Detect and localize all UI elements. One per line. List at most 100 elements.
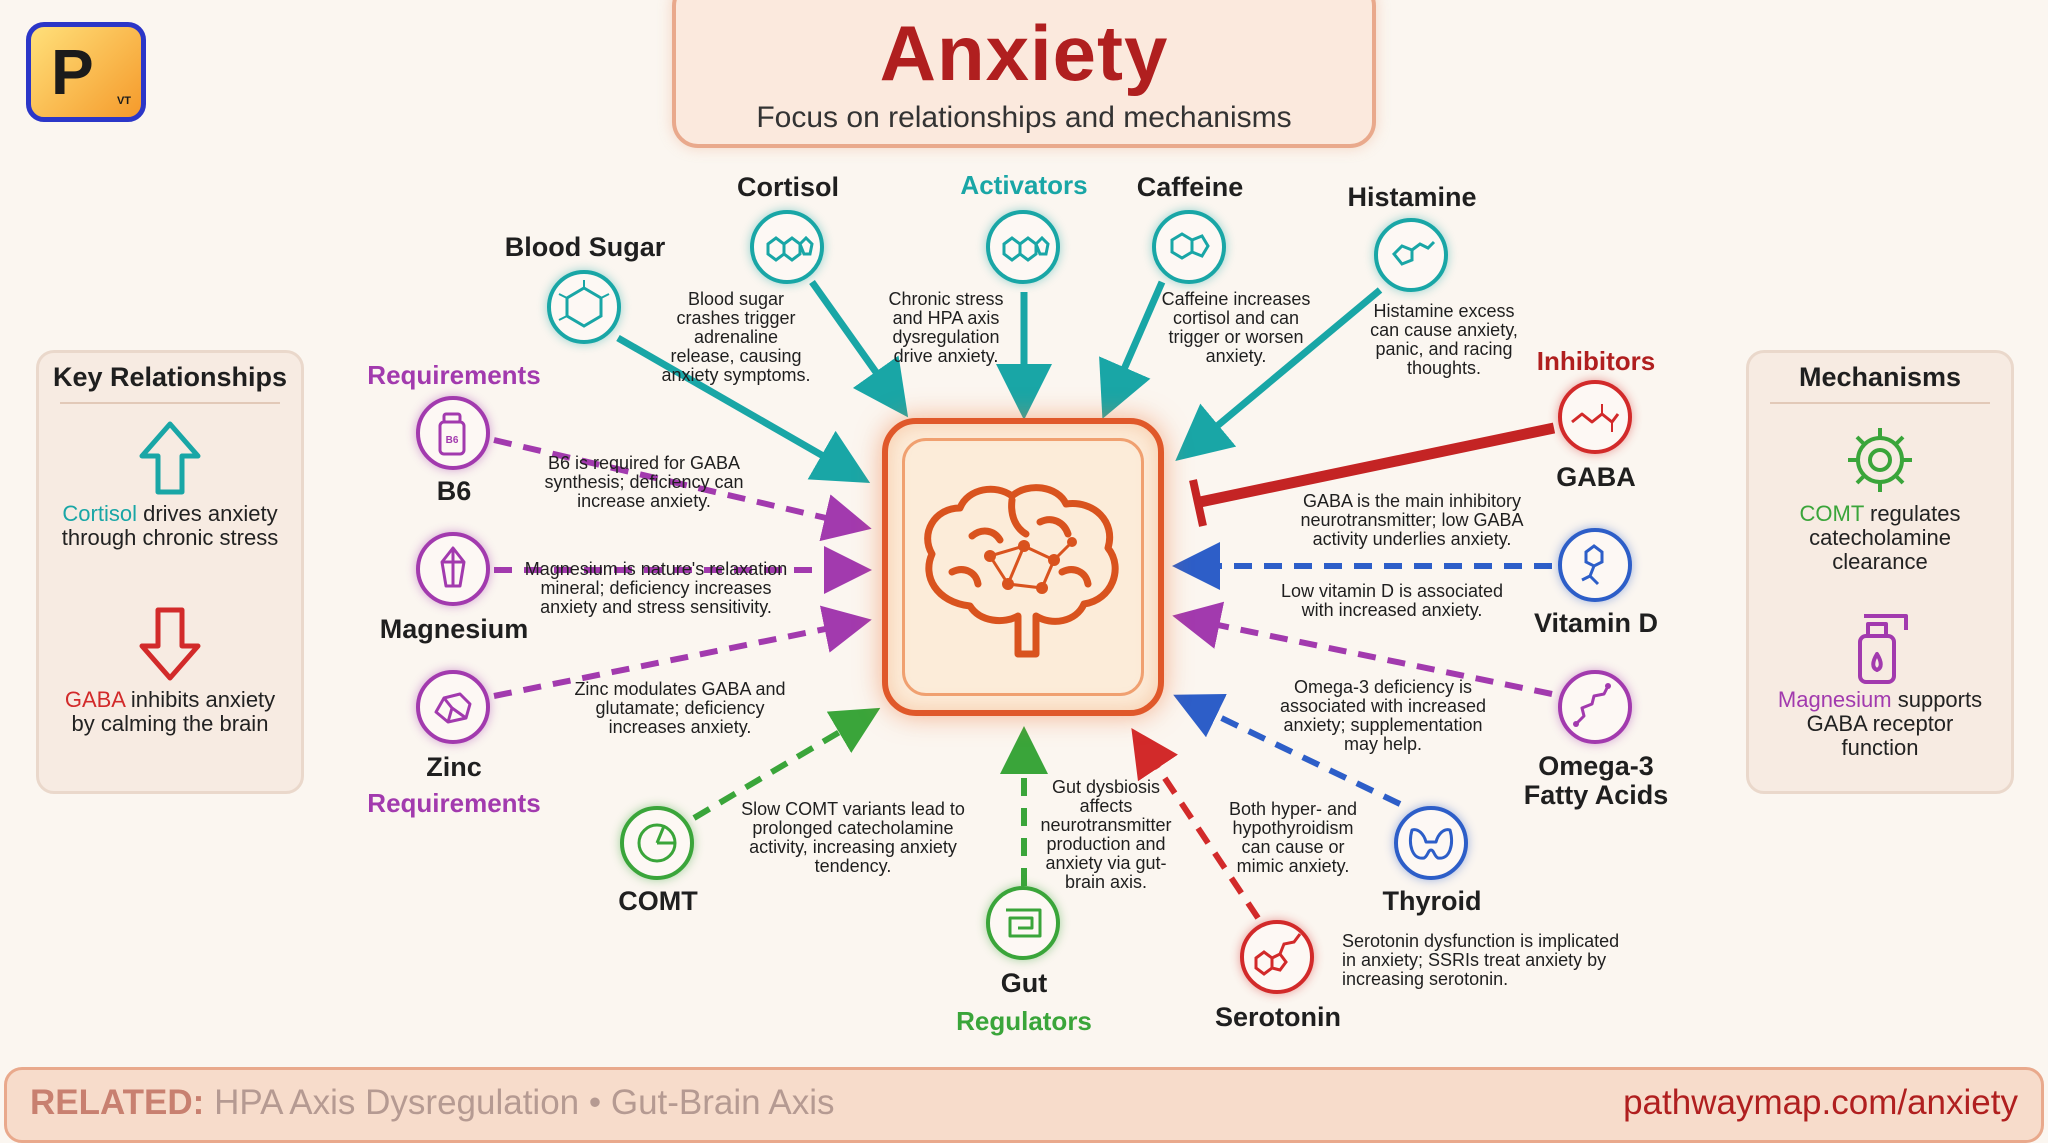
- link-zinc: [493, 605, 872, 699]
- activators-group-label: Activators: [960, 170, 1088, 200]
- serotonin-molecule-icon: [1254, 933, 1302, 976]
- blood-sugar-node: [547, 270, 621, 344]
- gaba-relationship-text: inhibits anxiety by calming the brain: [71, 687, 276, 736]
- cortisol-term: Cortisol: [62, 501, 137, 526]
- omega3-label: Omega-3 Fatty Acids: [1496, 752, 1696, 810]
- related-text: HPA Axis Dysregulation • Gut-Brain Axis: [204, 1083, 835, 1122]
- logo: P VT: [26, 22, 146, 122]
- vitamin-d-molecule-icon: [1581, 544, 1604, 586]
- histamine-label: Histamine: [1347, 182, 1477, 212]
- crystal-icon: [440, 546, 466, 588]
- comt-label: COMT: [618, 886, 698, 916]
- caffeine-label: Caffeine: [1136, 172, 1244, 202]
- caffeine-description: Caffeine increases cortisol and can trig…: [1161, 289, 1311, 366]
- activators-node: [986, 210, 1060, 284]
- thyroid-icon: [1409, 828, 1453, 860]
- mineral-rock-icon: [434, 692, 472, 724]
- b6-label: B6: [436, 476, 472, 506]
- gaba-description: GABA is the main inhibitory neurotransmi…: [1300, 491, 1524, 549]
- thyroid-node: [1394, 806, 1468, 880]
- page-subtitle: Focus on relationships and mechanisms: [756, 101, 1292, 134]
- link-caffeine: [1099, 280, 1166, 419]
- comt-node: [620, 806, 694, 880]
- omega3-label-line2: Fatty Acids: [1523, 780, 1669, 810]
- link-blood-sugar: [616, 334, 871, 483]
- link-gaba-bar: [1189, 479, 1207, 527]
- serotonin-node: [1240, 920, 1314, 994]
- arrow-up-icon: [139, 421, 201, 495]
- arrow-down-icon: [139, 607, 201, 681]
- omega3-description: Omega-3 deficiency is associated with in…: [1279, 677, 1487, 754]
- mechanisms-panel: [1746, 350, 2014, 794]
- fatty-acid-chain-icon: [1573, 683, 1611, 727]
- regulators-group-label: Regulators: [956, 1006, 1092, 1036]
- steroid-molecule-icon: [1002, 235, 1050, 262]
- cortisol-relationship-text: drives anxiety through chronic stress: [61, 501, 279, 550]
- gaba-molecule-icon: [1571, 404, 1620, 432]
- caffeine-molecule-icon: [1170, 232, 1210, 260]
- mechanisms-title: Mechanisms: [1798, 362, 1962, 392]
- zinc-label: Zinc: [426, 752, 482, 782]
- gaba-node: [1558, 380, 1632, 454]
- panel-divider: [1770, 402, 1990, 404]
- center-inner-border: [902, 438, 1144, 696]
- zinc-node: [416, 670, 490, 744]
- title-box: [672, 0, 1376, 148]
- requirements-group-label-top: Requirements: [367, 360, 541, 390]
- activators-description: Chronic stress and HPA axis dysregulatio…: [888, 289, 1004, 366]
- site-url-link[interactable]: pathwaymap.com/anxiety: [1623, 1083, 2018, 1122]
- requirements-group-label-bottom: Requirements: [367, 788, 541, 818]
- gut-node: [986, 886, 1060, 960]
- magnesium-node: [416, 532, 490, 606]
- intestine-icon: [1006, 908, 1042, 938]
- serotonin-label: Serotonin: [1215, 1002, 1341, 1032]
- magnesium-term: Magnesium: [1777, 687, 1892, 712]
- comt-description: Slow COMT variants lead to prolonged cat…: [741, 799, 965, 876]
- glucose-molecule-icon: [558, 280, 610, 328]
- panel-divider: [60, 402, 280, 404]
- blood-sugar-label: Blood Sugar: [504, 232, 666, 262]
- zinc-description: Zinc modulates GABA and glutamate; defic…: [574, 679, 786, 737]
- thyroid-description: Both hyper- and hypothyroidism can cause…: [1228, 799, 1358, 876]
- magnesium-label: Magnesium: [379, 614, 529, 644]
- logo-letter: P: [51, 36, 94, 108]
- gear-icon: [1848, 428, 1912, 492]
- b6-description: B6 is required for GABA synthesis; defic…: [544, 453, 744, 511]
- histamine-node: [1374, 218, 1448, 292]
- histamine-molecule-icon: [1391, 240, 1436, 266]
- vitamin-bottle-icon: B6: [438, 412, 466, 456]
- related-links[interactable]: RELATED: HPA Axis Dysregulation • Gut-Br…: [30, 1083, 835, 1123]
- link-thyroid: [1173, 693, 1402, 807]
- link-omega3: [1172, 601, 1553, 697]
- gaba-label: GABA: [1556, 462, 1636, 492]
- link-b6: [493, 437, 872, 542]
- histamine-description: Histamine excess can cause anxiety, pani…: [1370, 301, 1518, 378]
- omega3-label-line1: Omega-3: [1538, 751, 1654, 781]
- enzyme-icon: [637, 823, 677, 863]
- gaba-relationship: GABA inhibits anxiety by calming the bra…: [60, 688, 280, 736]
- cortisol-label: Cortisol: [736, 172, 839, 202]
- cortisol-relationship: Cortisol drives anxiety through chronic …: [60, 502, 280, 550]
- magnesium-mechanism: Magnesium supports GABA receptor functio…: [1770, 688, 1990, 760]
- link-gaba: [1198, 422, 1556, 508]
- magnesium-mechanism-text: supports GABA receptor function: [1806, 687, 1983, 760]
- blood-sugar-description: Blood sugar crashes trigger adrenaline r…: [661, 289, 811, 385]
- steroid-molecule-icon: [766, 235, 814, 262]
- thyroid-label: Thyroid: [1382, 886, 1482, 916]
- footer-bar: [4, 1067, 2044, 1143]
- link-cortisol: [809, 279, 909, 418]
- serotonin-description: Serotonin dysfunction is implicated in a…: [1342, 931, 1620, 989]
- brain-icon: [924, 484, 1119, 658]
- link-comt: [692, 707, 881, 821]
- inhibitors-group-label: Inhibitors: [1536, 346, 1656, 376]
- comt-term: COMT: [1799, 501, 1864, 526]
- page-title: Anxiety: [879, 9, 1169, 97]
- link-serotonin: [1131, 728, 1261, 920]
- vitamin-d-label: Vitamin D: [1533, 608, 1659, 638]
- vitamin-d-node: [1558, 528, 1632, 602]
- comt-mechanism: COMT regulates catecholamine clearance: [1770, 502, 1990, 574]
- link-histamine: [1175, 287, 1383, 461]
- spray-bottle-icon: [1858, 614, 1908, 684]
- gut-description: Gut dysbiosis affects neurotransmitter p…: [1040, 777, 1172, 892]
